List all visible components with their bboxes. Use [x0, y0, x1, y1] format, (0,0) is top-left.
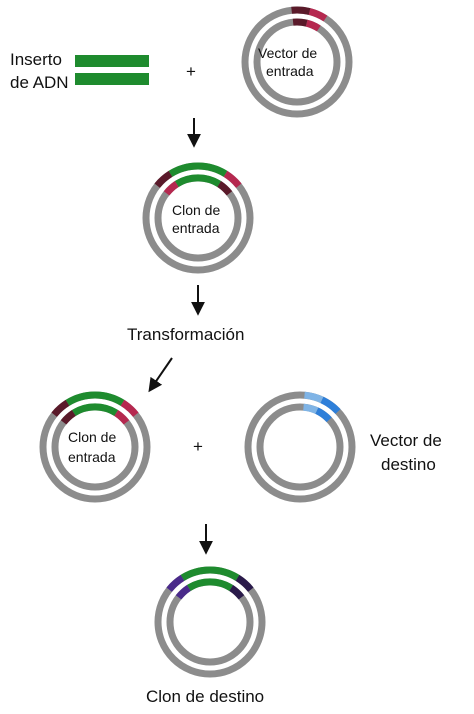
arrow-diagonal [148, 357, 173, 393]
entry-clone-bottom-plasmid: Clon de entrada [39, 391, 151, 503]
entry-clone-bottom-insert [65, 391, 125, 406]
plus-sign-2: + [193, 437, 203, 456]
entry-vector-site-outer [291, 6, 311, 15]
entry-clone-top-insert [168, 162, 228, 177]
destination-vector-plasmid [244, 391, 356, 503]
entry-clone-bottom-label-line2: entrada [68, 449, 116, 465]
destination-clone-label: Clon de destino [146, 687, 264, 706]
destination-vector-label-line1: Vector de [370, 431, 442, 450]
entry-vector-site-inner [305, 19, 321, 32]
entry-vector-label-line2: entrada [266, 63, 314, 79]
destination-clone-insert [180, 566, 240, 581]
transformation-label: Transformación [127, 325, 244, 344]
insert-strand-top [75, 55, 149, 67]
destination-clone-plasmid [154, 566, 266, 678]
insert-strand-bottom [75, 73, 149, 85]
dna-insert: Inserto de ADN [10, 50, 149, 92]
insert-label-line2: de ADN [10, 73, 69, 92]
entry-vector-plasmid: Vector de entrada [241, 6, 353, 118]
entry-clone-bottom-label-line1: Clon de [68, 429, 116, 445]
insert-label-line1: Inserto [10, 50, 62, 69]
destination-vector-label-line2: destino [381, 455, 436, 474]
plus-sign-1: + [186, 62, 196, 81]
entry-clone-top-plasmid: Clon de entrada [142, 162, 254, 274]
destination-vector-site-light [304, 391, 324, 404]
entry-vector-label-line1: Vector de [258, 45, 317, 61]
entry-clone-top-label-line2: entrada [172, 220, 220, 236]
entry-clone-top-label-line1: Clon de [172, 202, 220, 218]
destination-vector-site-blue [315, 407, 332, 423]
